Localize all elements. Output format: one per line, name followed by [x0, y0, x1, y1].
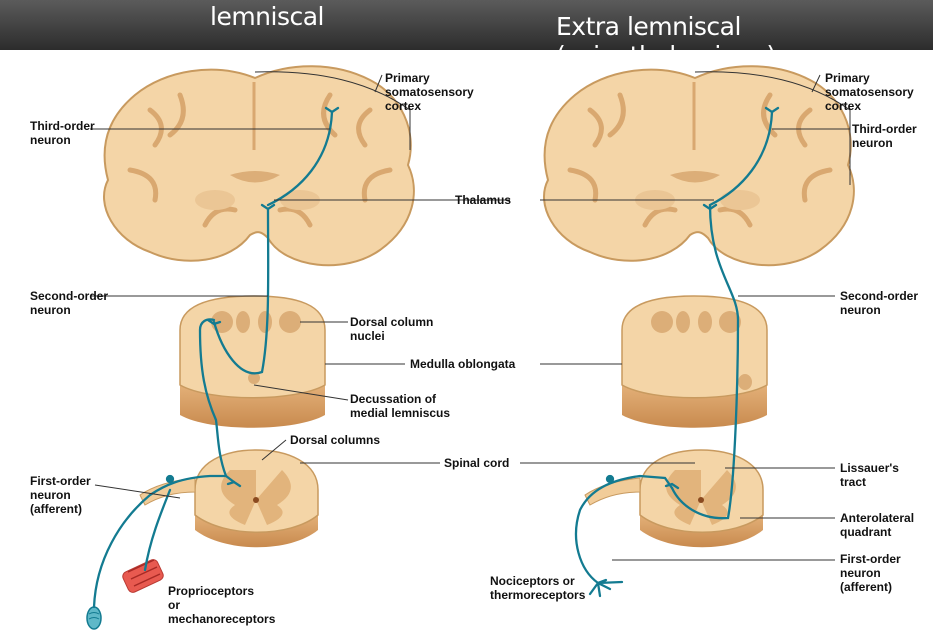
receptor-mechanoreceptor — [87, 607, 101, 629]
label-thalamus: Thalamus — [455, 193, 511, 207]
spinal-cord-right — [585, 450, 763, 547]
right-panel — [544, 66, 854, 596]
receptor-proprioceptor — [121, 558, 165, 594]
brain-left — [104, 66, 414, 265]
brain-right — [544, 66, 854, 265]
medulla-right — [622, 296, 767, 428]
label-spinal-cord: Spinal cord — [444, 456, 509, 470]
label-medulla: Medulla oblongata — [410, 357, 516, 371]
left-panel — [87, 66, 414, 629]
label-dorsal-columns: Dorsal columns — [290, 433, 380, 447]
